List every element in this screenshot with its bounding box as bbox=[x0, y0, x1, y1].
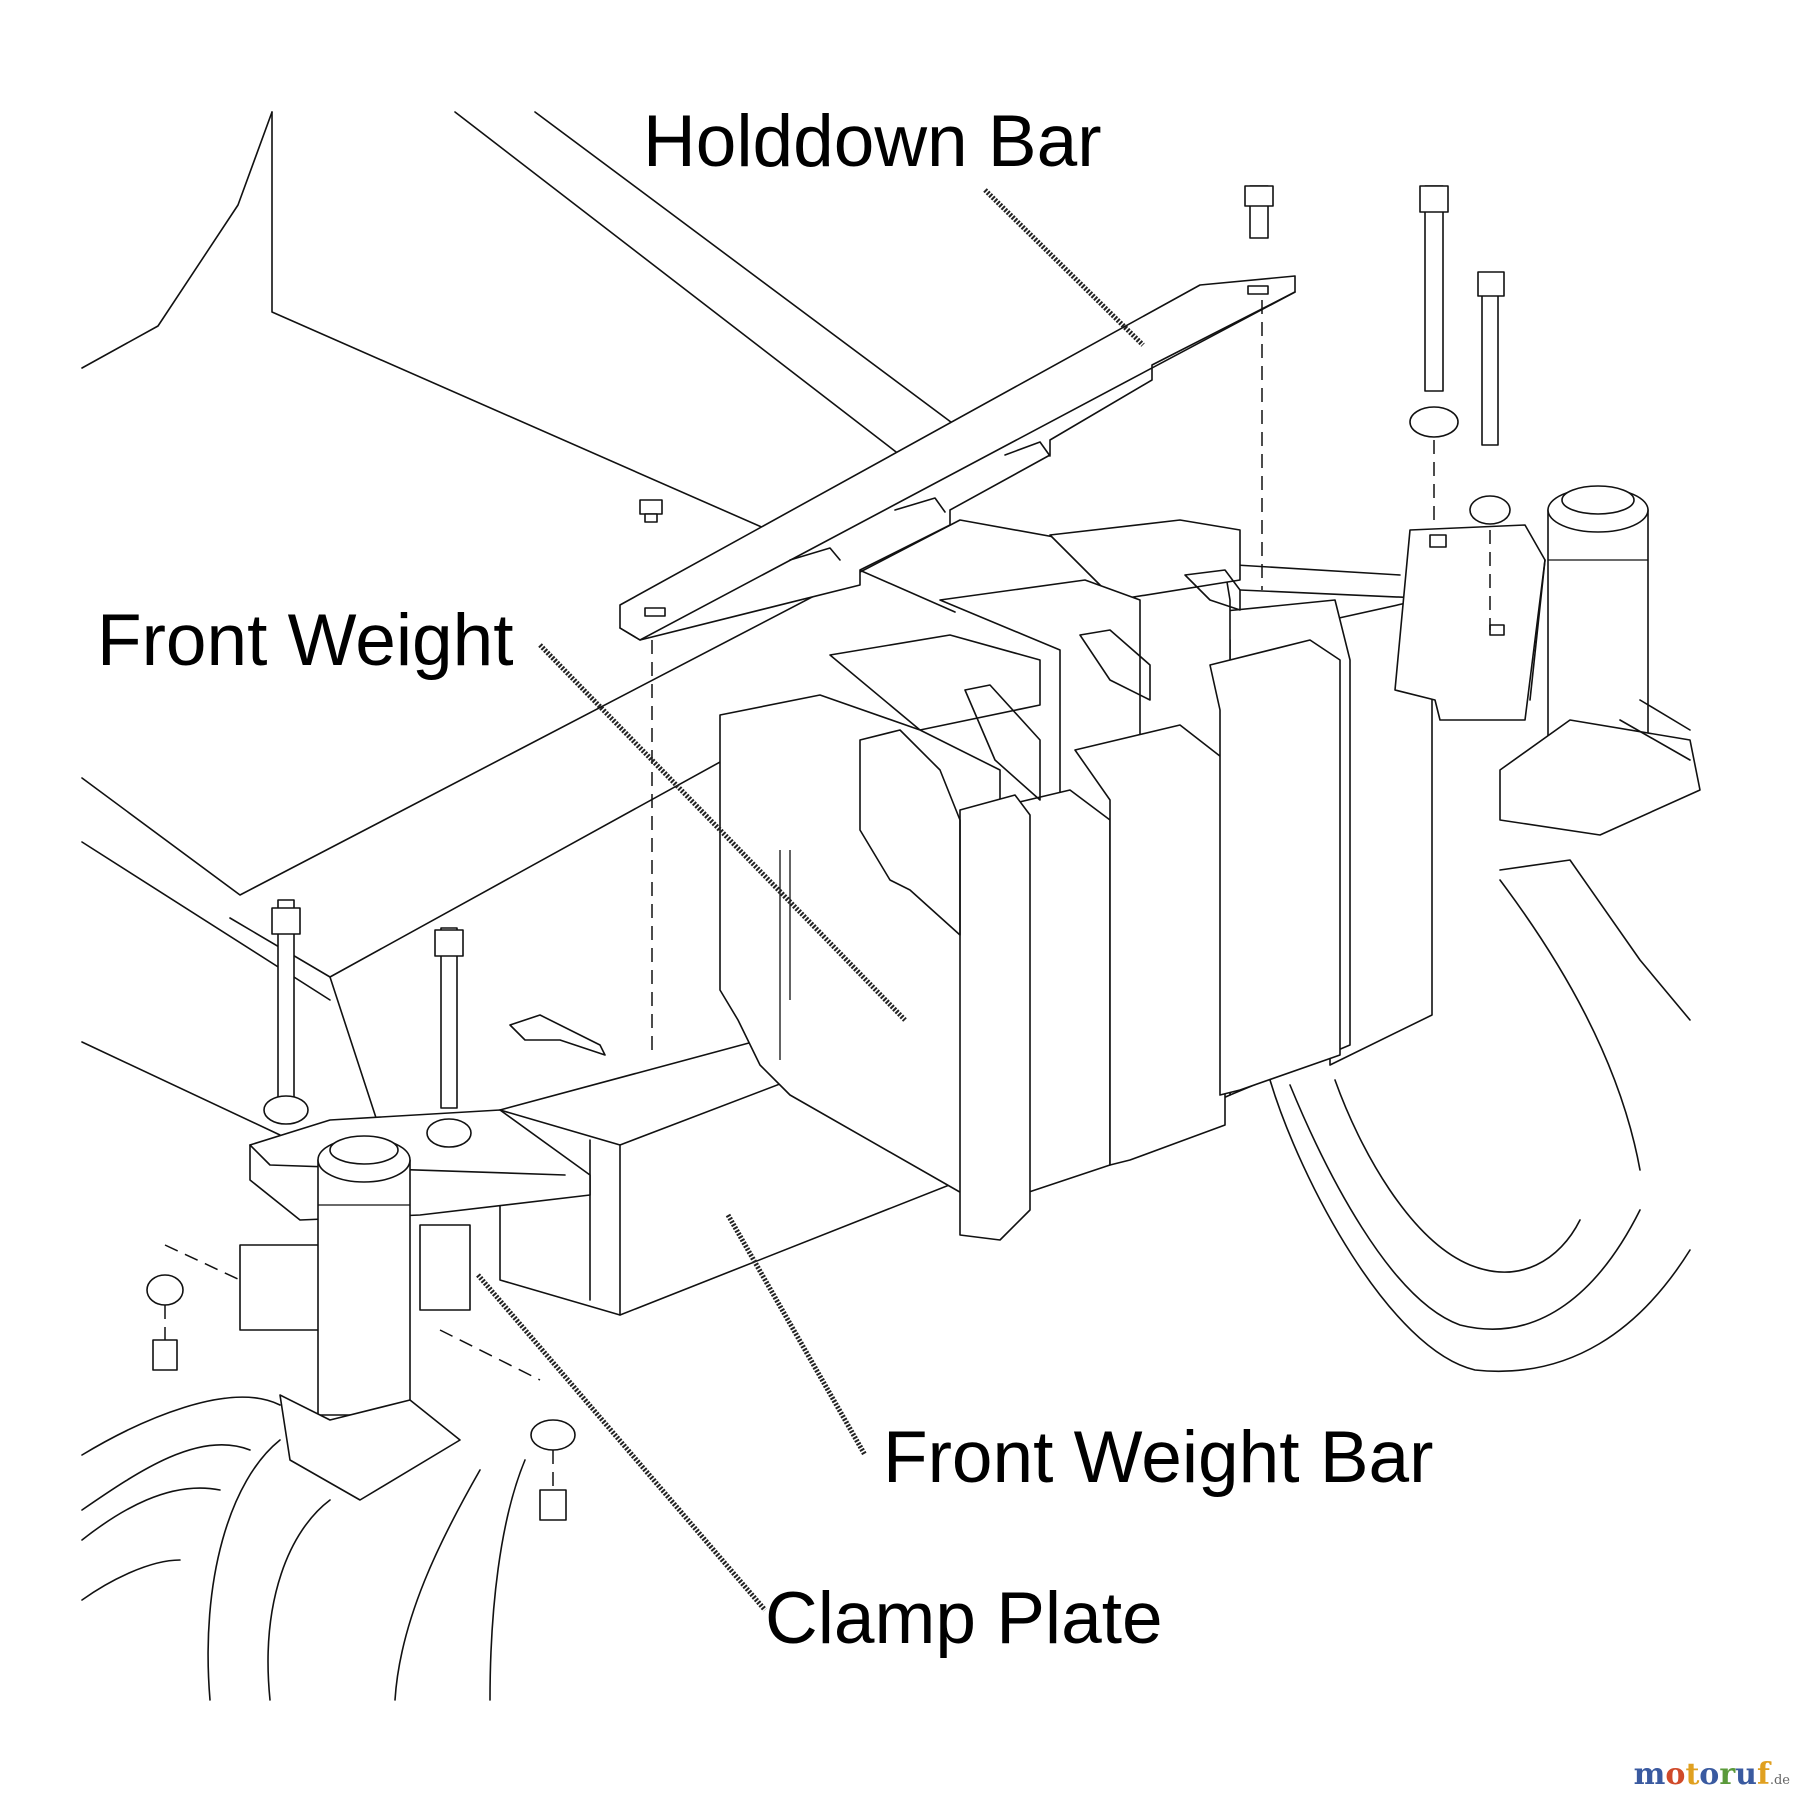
spindle-left bbox=[279, 1135, 461, 1501]
nut-hardware-lower-left bbox=[146, 1244, 576, 1521]
label-clamp-plate: Clamp Plate bbox=[765, 1578, 1163, 1659]
caster-wheel-right bbox=[1269, 699, 1691, 1372]
bolt-left-2 bbox=[426, 927, 472, 1148]
watermark-tld: .de bbox=[1769, 1773, 1790, 1788]
mower-deck-body bbox=[81, 111, 1421, 1136]
watermark-letter: o bbox=[1699, 1757, 1720, 1792]
front-weight-stack bbox=[719, 519, 1433, 1241]
watermark-letter: m bbox=[1633, 1757, 1666, 1792]
watermark-letter: r bbox=[1719, 1757, 1736, 1792]
label-front-weight-bar: Front Weight Bar bbox=[883, 1417, 1434, 1498]
watermark-letter: u bbox=[1735, 1757, 1757, 1792]
bolt-left-1 bbox=[263, 899, 309, 1125]
bracket-right bbox=[1394, 524, 1546, 721]
callout-leaders bbox=[476, 188, 1145, 1612]
clip-pin bbox=[509, 1014, 606, 1056]
leader-holddown-bar bbox=[983, 188, 1145, 347]
bolt-right-2 bbox=[1469, 271, 1511, 630]
watermark-letter: f bbox=[1756, 1757, 1770, 1792]
leader-front-weight-bar bbox=[725, 1213, 868, 1457]
label-holddown-bar: Holddown Bar bbox=[643, 101, 1102, 182]
label-front-weight: Front Weight bbox=[97, 600, 514, 681]
bolt-assembly-upper-left bbox=[639, 499, 663, 523]
bolt-assembly-top bbox=[1244, 185, 1274, 239]
leader-clamp-plate bbox=[476, 1273, 767, 1612]
caster-wheel-left bbox=[81, 1396, 526, 1701]
holddown-bar bbox=[619, 275, 1296, 641]
bolt-right-1 bbox=[1409, 185, 1459, 520]
watermark-logo: motoruf.de bbox=[1634, 1757, 1790, 1792]
watermark-letter: o bbox=[1665, 1757, 1686, 1792]
watermark-letter: t bbox=[1685, 1757, 1700, 1792]
spindle-right bbox=[1499, 485, 1701, 836]
